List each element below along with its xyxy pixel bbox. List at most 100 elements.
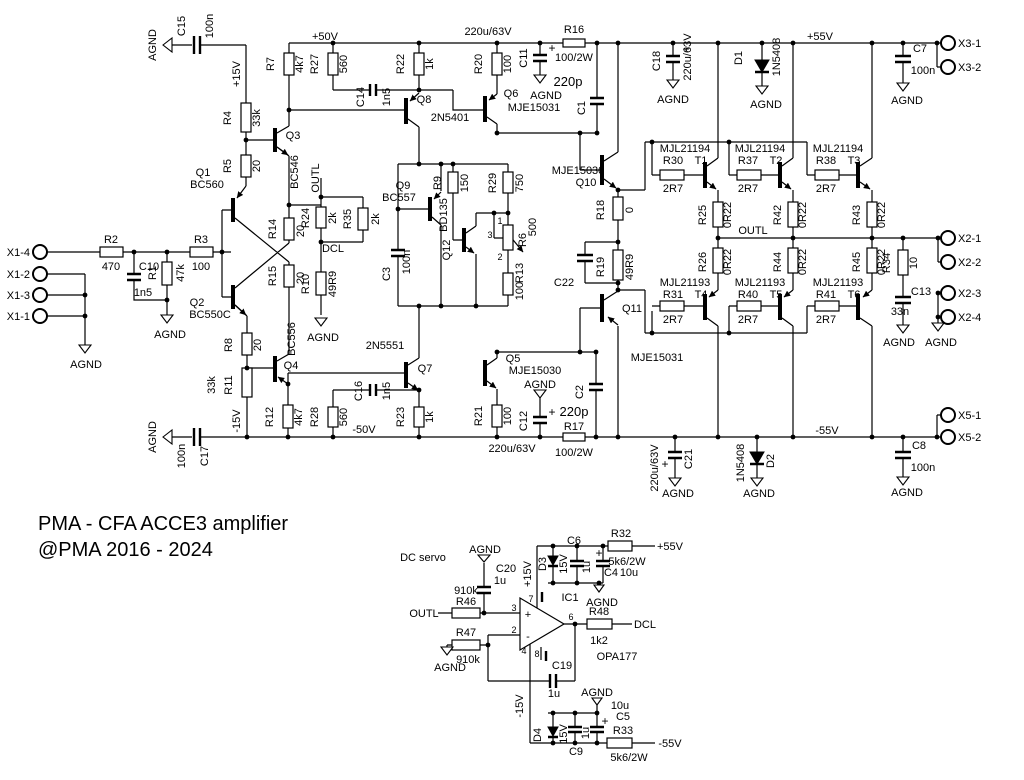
junction-dot xyxy=(615,239,621,245)
label-r48: R48 xyxy=(589,606,609,618)
junction-dot xyxy=(416,87,422,93)
label-10u: 10u xyxy=(620,567,638,579)
junction-dot xyxy=(649,330,655,336)
resistor-r25 xyxy=(712,201,724,228)
junction-dot xyxy=(670,40,676,46)
transistor-t5 xyxy=(778,294,782,320)
label-20: 20 xyxy=(295,272,307,284)
label-2: 2 xyxy=(497,252,502,262)
label-q12: Q12 xyxy=(441,240,453,261)
junction-dot xyxy=(900,434,906,440)
resistor-r17 xyxy=(562,432,586,442)
label-220u-63v: 220u/63V xyxy=(682,33,694,81)
resistor-r20 xyxy=(491,52,503,76)
label-r23: R23 xyxy=(395,407,407,427)
junction-dot xyxy=(550,740,556,746)
label-0r22: 0R22 xyxy=(876,249,888,275)
junction-dot xyxy=(715,235,721,241)
junction-dot xyxy=(900,235,906,241)
label-r27: R27 xyxy=(309,54,321,74)
junction-dot xyxy=(416,161,422,167)
label-100-2w: 100/2W xyxy=(555,52,594,64)
junction-dot xyxy=(485,642,491,648)
label-c18: C18 xyxy=(651,51,663,71)
label-c16: C16 xyxy=(353,381,365,401)
label-r45: R45 xyxy=(851,252,863,272)
junction-dot xyxy=(649,139,655,145)
junction-dot xyxy=(577,130,583,136)
label-r12: R12 xyxy=(264,407,276,427)
resistor-r4 xyxy=(240,102,252,133)
label-220p: 220p xyxy=(554,74,583,89)
label-1n5: 1n5 xyxy=(381,382,393,400)
label-mjl21193: MJL21193 xyxy=(813,277,864,289)
label--15v: -15V xyxy=(514,694,526,718)
junction-dot xyxy=(934,434,940,440)
label-q11: Q11 xyxy=(622,303,642,315)
label-bc557: BC557 xyxy=(382,192,416,204)
label-t3: T3 xyxy=(848,155,861,167)
label-150: 150 xyxy=(459,174,471,192)
label-2r7: 2R7 xyxy=(663,183,683,195)
label-r18: R18 xyxy=(595,200,607,220)
junction-dot xyxy=(615,187,621,193)
transistor-q7 xyxy=(404,362,408,388)
connector-x2-1 xyxy=(940,230,956,246)
junction-dot xyxy=(416,434,422,440)
label-dcl: DCL xyxy=(634,619,656,631)
label-c4: C4 xyxy=(604,567,618,579)
label-220u-63v: 220u/63V xyxy=(488,443,536,455)
label-0r22: 0R22 xyxy=(722,249,734,275)
label-r4: R4 xyxy=(222,111,234,125)
junction-dot xyxy=(715,434,721,440)
resistor-r40 xyxy=(736,300,762,312)
connector-x1-4 xyxy=(32,244,48,260)
label-2r7: 2R7 xyxy=(816,314,836,326)
junction-dot xyxy=(550,580,556,586)
label-r28: R28 xyxy=(309,407,321,427)
resistor-r35 xyxy=(357,207,369,231)
transistor-q4 xyxy=(273,356,277,382)
junction-dot xyxy=(594,40,600,46)
label-c5: C5 xyxy=(616,711,630,723)
junction-dot xyxy=(285,434,291,440)
label-560: 560 xyxy=(338,55,350,73)
label-t1: T1 xyxy=(695,155,708,167)
label-r34: R34 xyxy=(881,253,893,273)
junction-dot xyxy=(572,740,578,746)
label-33k: 33k xyxy=(251,109,263,127)
label-r25: R25 xyxy=(697,205,709,225)
junction-dot xyxy=(593,434,599,440)
junction-dot xyxy=(574,580,580,586)
label-x5-1: X5-1 xyxy=(958,410,981,422)
label-outl: OUTL xyxy=(738,225,767,237)
label-q1: Q1 xyxy=(196,167,211,179)
junction-dot xyxy=(395,206,401,212)
label-r47: R47 xyxy=(456,627,476,639)
label-470: 470 xyxy=(102,261,120,273)
junction-dot xyxy=(330,40,336,46)
label-c3: C3 xyxy=(381,267,393,281)
label-6: 6 xyxy=(568,612,573,622)
label-bc560: BC560 xyxy=(190,179,224,191)
label--55v: -55V xyxy=(815,425,839,437)
label-100: 100 xyxy=(192,261,210,273)
junction-dot xyxy=(869,40,875,46)
label--15v: -15V xyxy=(231,409,243,433)
label-c8: C8 xyxy=(912,440,926,452)
label-2r7: 2R7 xyxy=(738,314,758,326)
label-agnd: AGND xyxy=(70,359,102,371)
label-d3: D3 xyxy=(537,557,549,571)
label-0r22: 0R22 xyxy=(797,202,809,228)
junction-dot xyxy=(596,580,602,586)
label-100: 100 xyxy=(502,55,514,73)
label-+: + xyxy=(548,405,555,419)
label-220u-63v: 220u/63V xyxy=(649,444,661,492)
label-q4: Q4 xyxy=(284,360,299,372)
resistor-r42 xyxy=(787,201,799,228)
junction-dot xyxy=(450,161,456,167)
junction-dot xyxy=(494,130,500,136)
label-q2: Q2 xyxy=(190,297,205,309)
label-r3: R3 xyxy=(194,234,208,246)
